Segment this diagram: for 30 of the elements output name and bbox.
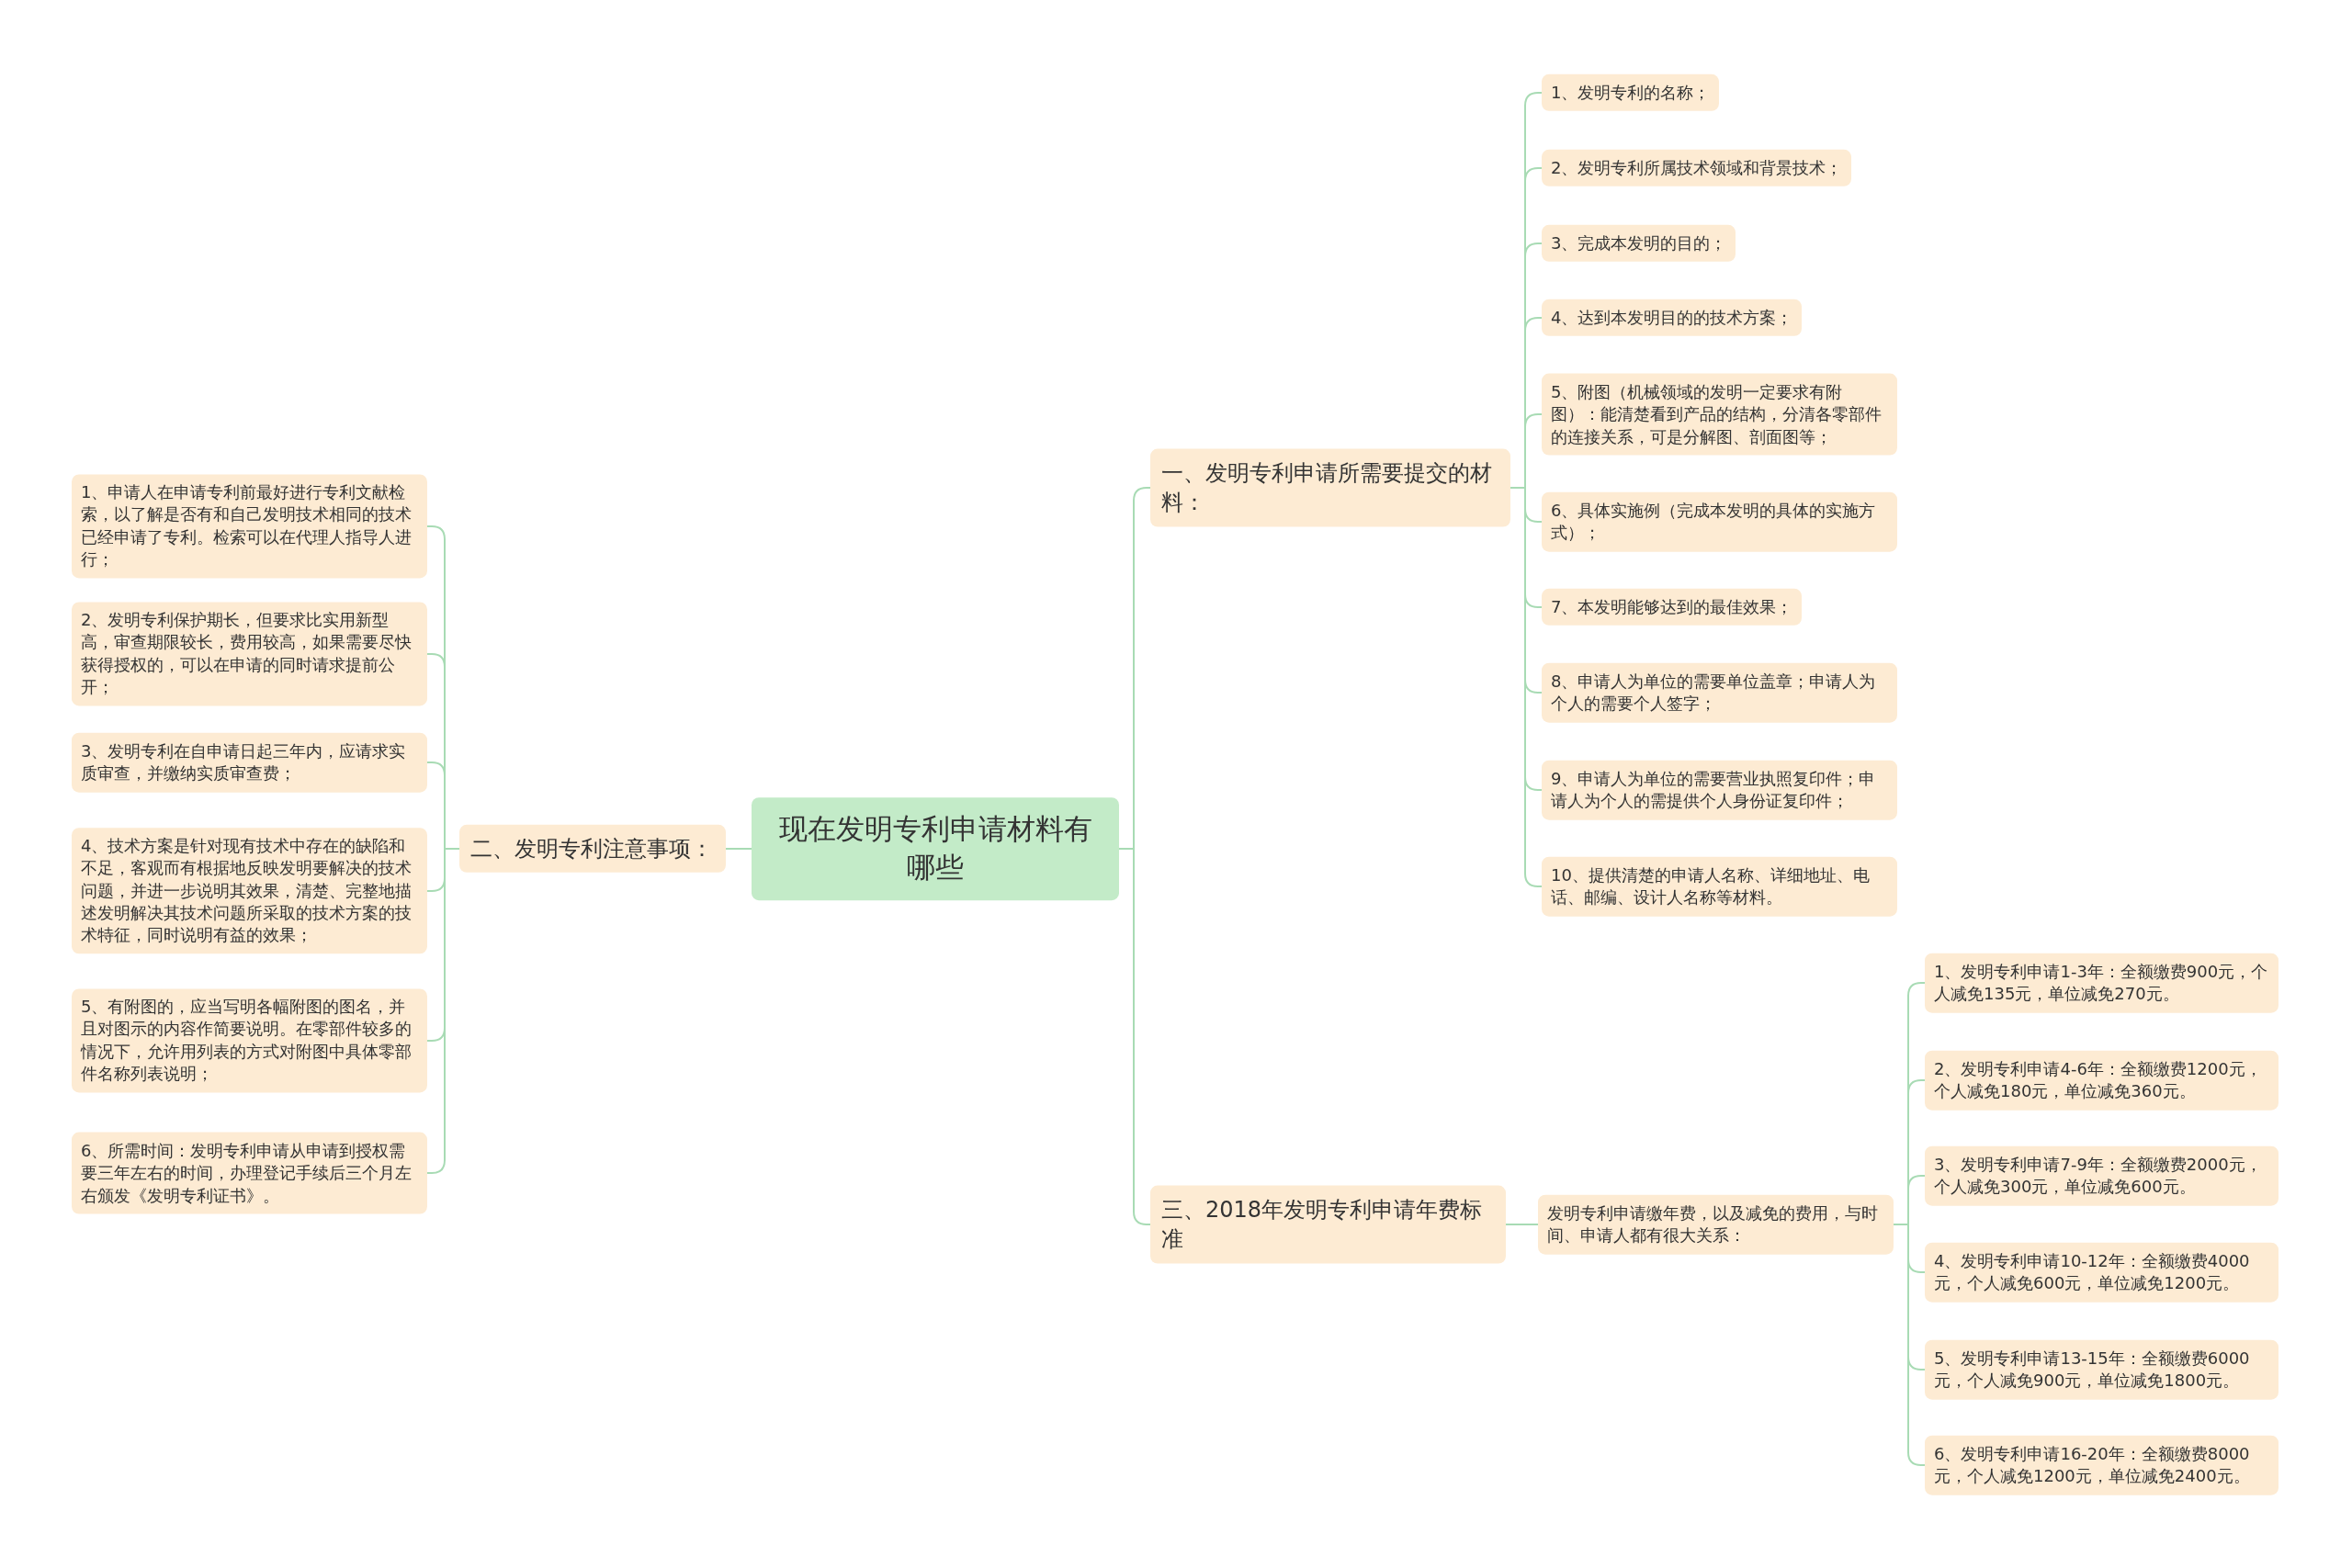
subtopic-box: 2、发明专利所属技术领域和背景技术；	[1542, 149, 1852, 187]
branch-topic-box: 一、发明专利申请所需要提交的材料：	[1150, 448, 1510, 527]
connector-line	[1505, 1224, 1539, 1225]
subtopic-box: 2、发明专利申请4-6年：全额缴费1200元，个人减免180元，单位减免360元。	[1925, 1050, 2278, 1111]
subtopic-box: 发明专利申请缴年费，以及减免的费用，与时间、申请人都有很大关系：	[1538, 1194, 1894, 1255]
subtopic-box: 7、本发明能够达到的最佳效果；	[1542, 588, 1803, 626]
subtopic-box: 3、发明专利申请7-9年：全额缴费2000元，个人减免300元，单位减免600元。	[1925, 1145, 2278, 1206]
connector-line	[1893, 1224, 1926, 1466]
subtopic-box: 10、提供清楚的申请人名称、详细地址、电话、邮编、设计人名称等材料。	[1542, 856, 1897, 917]
subtopic-box: 6、发明专利申请16-20年：全额缴费8000元，个人减免1200元，单位减免2400元。	[1925, 1435, 2278, 1495]
subtopic-box: 4、发明专利申请10-12年：全额缴费4000元，个人减免600元，单位减免1200元。	[1925, 1242, 2278, 1303]
subtopic-box: 4、技术方案是针对现有技术中存在的缺陷和不足，客观而有根据地反映发明要解决的技术问题，并进一步说明其效果，清楚、完整地描述发明解决其技术问题所采取的技术方案的技术特征，同时说明有益的效果；	[72, 828, 427, 954]
connector-line	[725, 848, 752, 850]
subtopic-box: 8、申请人为单位的需要单位盖章；申请人为个人的需要个人签字；	[1542, 662, 1897, 723]
subtopic-box: 5、有附图的，应当写明各幅附图的图名，并且对图示的内容作简要说明。在零部件较多的情况下，允许用列表的方式对附图中具体零部件名称列表说明；	[72, 988, 427, 1093]
subtopic-box: 6、具体实施例（完成本发明的具体的实施方式）；	[1542, 491, 1897, 552]
subtopic-box: 2、发明专利保护期长，但要求比实用新型高，审查期限较长，费用较高，如果需要尽快获得授权的，可以在申请的同时请求提前公开；	[72, 602, 427, 706]
branch-topic-box: 二、发明专利注意事项：	[459, 824, 726, 874]
subtopic-box: 1、申请人在申请专利前最好进行专利文献检索，以了解是否有和自己发明技术相同的技术已经申请了专利。检索可以在代理人指导人进行；	[72, 474, 427, 579]
subtopic-box: 9、申请人为单位的需要营业执照复印件；申请人为个人的需提供个人身份证复印件；	[1542, 760, 1897, 820]
subtopic-box: 1、发明专利的名称；	[1542, 73, 1720, 112]
subtopic-box: 4、达到本发明目的的技术方案；	[1542, 299, 1803, 337]
subtopic-box: 6、所需时间：发明专利申请从申请到授权需要三年左右的时间，办理登记手续后三个月左右颁发《发明专利证书》。	[72, 1132, 427, 1214]
branch-topic-box: 三、2018年发明专利申请年费标准	[1150, 1185, 1506, 1264]
subtopic-box: 5、发明专利申请13-15年：全额缴费6000元，个人减免900元，单位减免1800元。	[1925, 1339, 2278, 1400]
subtopic-box: 5、附图（机械领域的发明一定要求有附图）：能清楚看到产品的结构，分清各零部件的连接关系，可是分解图、剖面图等；	[1542, 373, 1897, 456]
central-topic-box: 现在发明专利申请材料有哪些	[752, 797, 1119, 900]
subtopic-box: 3、发明专利在自申请日起三年内，应请求实质审查，并缴纳实质审查费；	[72, 732, 427, 793]
subtopic-box: 3、完成本发明的目的；	[1542, 224, 1736, 263]
subtopic-box: 1、发明专利申请1-3年：全额缴费900元，个人减免135元，单位减免270元。	[1925, 953, 2278, 1013]
